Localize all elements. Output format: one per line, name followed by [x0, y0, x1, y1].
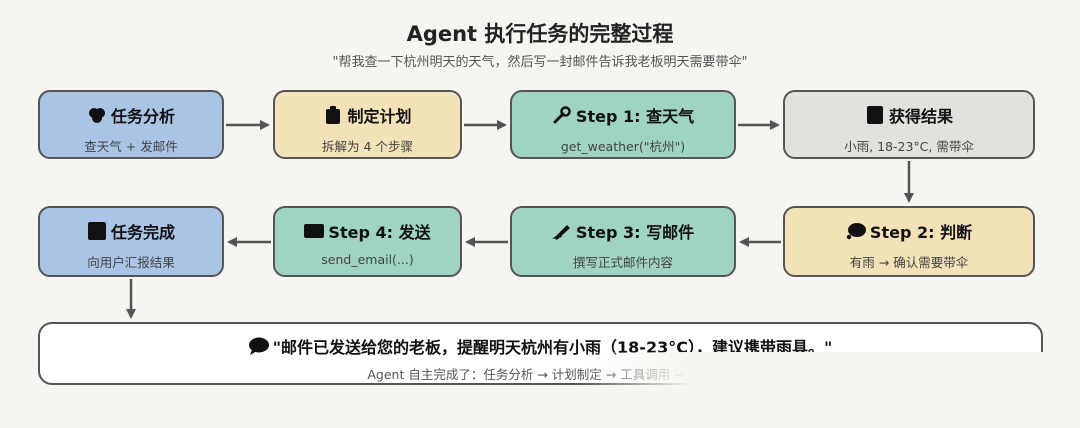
step-title: 获得结果	[888, 107, 953, 126]
step-title: Step 1: 查天气	[575, 107, 695, 126]
step-subtitle: send_email(...)	[321, 252, 414, 267]
step-subtitle: 拆解为 4 个步骤	[322, 139, 413, 154]
step-title: 任务完成	[110, 223, 175, 242]
checkmark-icon	[87, 221, 107, 241]
step-subtitle: 向用户汇报结果	[87, 255, 175, 270]
step-title: Step 4: 发送	[328, 223, 431, 242]
step-check-weather: Step 1: 查天气 get_weather("杭州")	[510, 90, 736, 159]
step-write-email: Step 3: 写邮件 撰写正式邮件内容	[510, 206, 736, 277]
step-title: Step 2: 判断	[869, 223, 973, 242]
step-title: Step 3: 写邮件	[575, 223, 695, 242]
watermark-overlay	[580, 352, 1080, 428]
step-make-plan: 制定计划 拆解为 4 个步骤	[273, 90, 462, 159]
clipboard-icon	[323, 105, 343, 125]
step-subtitle: 查天气 + 发邮件	[84, 139, 178, 154]
diagram-title: Agent 执行任务的完整过程	[406, 22, 674, 46]
step-task-analysis: 任务分析 查天气 + 发邮件	[38, 90, 224, 159]
step-subtitle: 小雨, 18-23°C, 需带伞	[844, 139, 974, 154]
step-judge: Step 2: 判断 有雨 → 确认需要带伞	[783, 206, 1035, 277]
chart-icon	[865, 105, 885, 125]
wrench-icon	[552, 105, 572, 125]
step-title: 任务分析	[110, 107, 175, 126]
step-subtitle: get_weather("杭州")	[560, 139, 686, 154]
pen-icon	[551, 221, 572, 241]
step-send-email: Step 4: 发送 send_email(...)	[273, 206, 462, 277]
diagram-subtitle: "帮我查一下杭州明天的天气，然后写一封邮件告诉我老板明天需要带伞"	[332, 55, 748, 70]
step-subtitle: 撰写正式邮件内容	[572, 255, 673, 270]
thought-bubble-icon	[846, 221, 866, 241]
step-title: 制定计划	[347, 107, 412, 126]
step-task-complete: 任务完成 向用户汇报结果	[38, 206, 224, 277]
step-get-result: 获得结果 小雨, 18-23°C, 需带伞	[783, 90, 1035, 159]
envelope-icon	[304, 221, 325, 241]
step-subtitle: 有雨 → 确认需要带伞	[849, 255, 969, 270]
speech-bubble-icon	[248, 336, 269, 356]
brain-icon	[87, 105, 107, 125]
